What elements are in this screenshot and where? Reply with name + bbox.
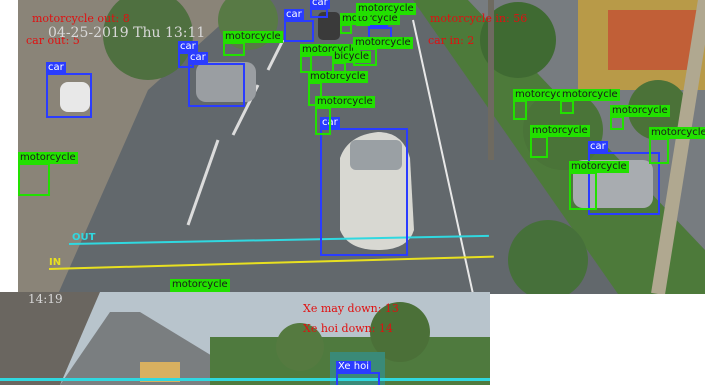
- detection-label: motorcycle: [18, 152, 78, 164]
- detection-label: motorcycle: [170, 279, 230, 291]
- detection-label: motorcycle: [353, 37, 413, 49]
- detection-label: car: [46, 62, 66, 74]
- counter-motorcycle-out: motorcycle out: 8: [32, 12, 130, 25]
- counter-xe-may-down: Xe may down: 13: [303, 302, 399, 315]
- detection-label: car: [188, 52, 208, 64]
- detection-car: car: [46, 62, 92, 118]
- detection-label: motorcycle: [560, 89, 620, 101]
- detection-car: car: [320, 117, 408, 256]
- detection-label: motorcycle: [223, 31, 283, 43]
- detection-label: motorcycle: [569, 161, 629, 173]
- counter-motorcycle-in: motorcycle in: 56: [430, 12, 528, 25]
- detection-label: motorcycle: [315, 96, 375, 108]
- detection-motorcycle: motorcycle: [513, 89, 573, 120]
- detection-motorcycle: motorcycle: [340, 13, 400, 34]
- detection-car: car: [284, 9, 314, 42]
- counter-car-out: car out: 5: [26, 34, 80, 47]
- detection-label: motorcycle: [610, 105, 670, 117]
- detection-label: motorcycle: [356, 3, 416, 15]
- detection-label: car: [178, 41, 198, 53]
- detection-motorcycle: motorcycle: [610, 105, 670, 130]
- detection-label: car: [588, 141, 608, 153]
- detection-car: Xe hoi: [336, 361, 380, 385]
- detection-motorcycle: motorcycle: [223, 31, 283, 56]
- detection-motorcycle: motorcycle: [569, 161, 629, 210]
- detection-label: car: [310, 0, 330, 9]
- counter-car-in: car in: 2: [428, 34, 475, 47]
- detection-car: car: [588, 141, 660, 215]
- detection-car: car: [310, 0, 330, 18]
- main-camera-view: OUT IN motorcycle out: 8 car out: 5 moto…: [18, 0, 705, 294]
- detection-label: bicycle: [332, 51, 371, 63]
- inset-camera-view: Xe may down: 13 Xe hoi down: 14 14:19 Xe…: [0, 292, 490, 385]
- detection-label: Xe hoi: [336, 361, 371, 373]
- detection-motorcycle: motorcycle: [315, 96, 375, 135]
- out-line-label: OUT: [72, 232, 96, 243]
- detection-bicycle: bicycle: [332, 51, 371, 74]
- detection-motorcycle: motorcycle: [560, 89, 620, 114]
- counter-xe-hoi-down: Xe hoi down: 14: [303, 322, 393, 335]
- in-line-label: IN: [49, 257, 62, 268]
- detection-label: motorcycle: [649, 127, 705, 139]
- inset-street-scene: [0, 292, 490, 385]
- detection-label: motorcycle: [308, 71, 368, 83]
- inset-timestamp: 14:19: [28, 292, 63, 306]
- detection-label: car: [284, 9, 304, 21]
- detection-motorcycle: motorcycle: [18, 152, 78, 196]
- detection-motorcycle: motorcycle: [649, 127, 705, 164]
- detection-car: car: [188, 52, 245, 107]
- detection-motorcycle: motorcycle: [356, 3, 416, 26]
- detection-label: motorcycle: [530, 125, 590, 137]
- timestamp: 04-25-2019 Thu 13:11: [48, 25, 206, 41]
- detection-motorcycle: motorcycle: [530, 125, 590, 158]
- detection-label: motorcycle: [513, 89, 573, 101]
